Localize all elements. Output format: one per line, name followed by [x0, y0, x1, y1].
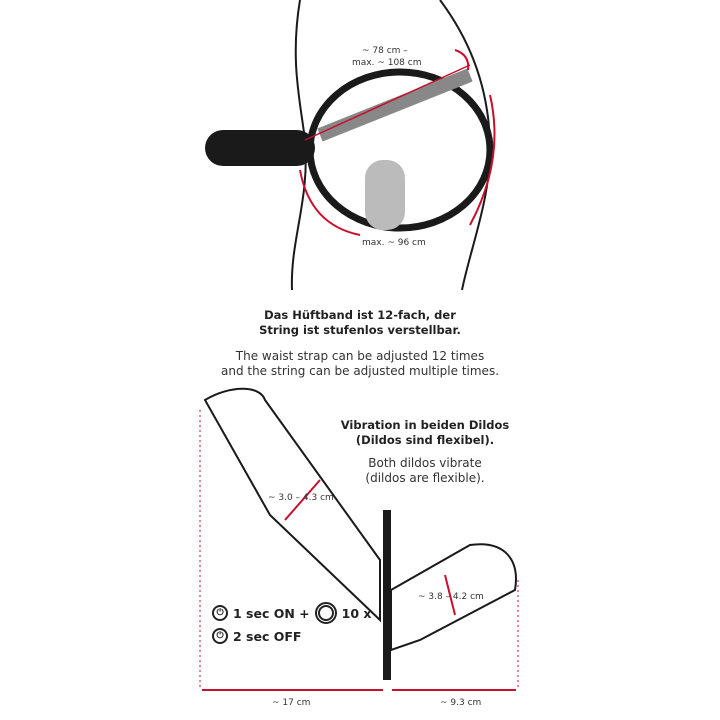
caption-de-1: Das Hüftband ist 12-fach, der	[264, 308, 456, 322]
outer-diameter-label: ~ 3.0 – 4.3 cm	[268, 493, 334, 503]
caption-en-1: The waist strap can be adjusted 12 times	[235, 349, 485, 363]
waist-label-1: ~ 78 cm –	[362, 46, 408, 56]
inner-diameter-label: ~ 3.8 – 4.2 cm	[418, 592, 484, 602]
vibration-de-2: (Dildos sind flexibel).	[355, 433, 495, 447]
vibration-en-2: (dildos are flexible).	[365, 471, 485, 485]
string-label: max. ~ 96 cm	[362, 238, 426, 248]
waist-label-2: max. ~ 108 cm	[352, 58, 422, 68]
inner-shape	[390, 543, 517, 652]
attachment-shape	[205, 130, 315, 166]
vibration-en-1: Both dildos vibrate	[368, 456, 482, 470]
outer-shape	[203, 387, 381, 623]
power-icon: ⏻	[212, 605, 228, 621]
inner-length-label: ~ 9.3 cm	[440, 698, 482, 708]
vibration-rings-icon	[314, 602, 337, 624]
control-on-row: ⏻ 1 sec ON + 10 x	[212, 602, 371, 624]
vibration-de-1: Vibration in beiden Dildos	[340, 418, 510, 432]
base-plate	[383, 510, 391, 680]
caption-en-2: and the string can be adjusted multiple …	[220, 364, 500, 378]
outer-length-label: ~ 17 cm	[272, 698, 311, 708]
power-icon: ⏻	[212, 628, 228, 644]
control-off-row: ⏻ 2 sec OFF	[212, 628, 301, 644]
caption-de-2: String ist stufenlos verstellbar.	[259, 323, 461, 337]
